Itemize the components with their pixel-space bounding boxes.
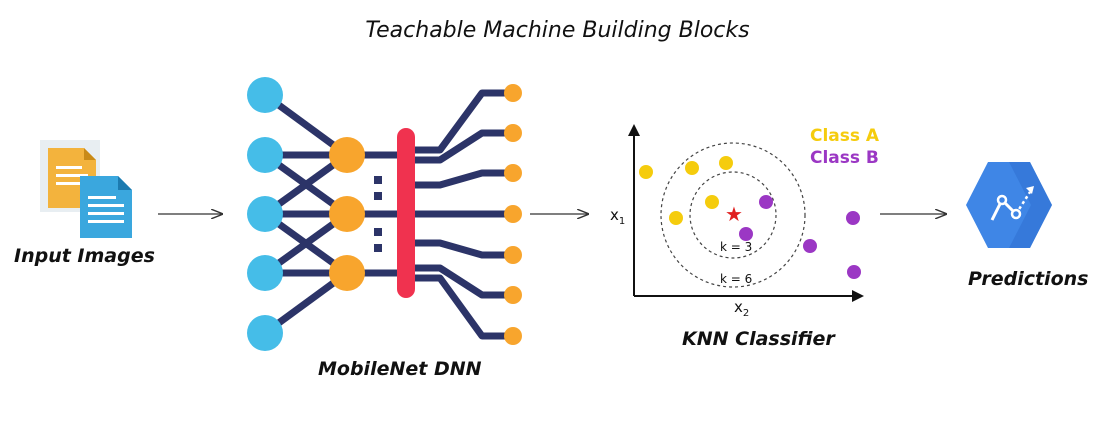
axis-label-x2: x2 — [734, 298, 750, 319]
edge-bar-output — [406, 129, 512, 164]
prediction-hexagon-icon — [966, 162, 1052, 248]
hidden-node — [329, 255, 365, 291]
edge-bar-output — [406, 239, 512, 259]
knn-circle-k6 — [660, 142, 806, 288]
class-b-point — [759, 195, 773, 209]
input-node — [247, 315, 283, 351]
feature-bar — [397, 128, 415, 298]
ellipsis-dot — [374, 192, 382, 200]
legend-class-b: Class B — [810, 148, 879, 168]
documents-icon — [40, 140, 132, 238]
class-a-point — [669, 211, 683, 225]
edge-bar-output — [406, 264, 512, 299]
input-node — [247, 255, 283, 291]
ellipsis-dot — [374, 244, 382, 252]
diagram-title: Teachable Machine Building Blocks — [365, 18, 750, 43]
query-star-icon: ★ — [725, 202, 743, 226]
class-a-point — [685, 161, 699, 175]
edge-bar-output — [406, 274, 512, 340]
output-node — [504, 286, 522, 304]
edge-bar-output — [406, 89, 512, 154]
class-a-point — [639, 165, 653, 179]
legend-class-a: Class A — [810, 126, 880, 146]
output-node — [504, 84, 522, 102]
input-node — [247, 77, 283, 113]
output-node — [504, 124, 522, 142]
axis-label-x1: x1 — [610, 206, 626, 227]
label-k3: k = 3 — [720, 240, 753, 254]
class-b-point — [739, 227, 753, 241]
knn-plot: ★ — [628, 124, 864, 302]
input-node — [247, 137, 283, 173]
output-node — [504, 327, 522, 345]
hidden-node — [329, 137, 365, 173]
ellipsis-dot — [374, 228, 382, 236]
class-b-point — [847, 265, 861, 279]
label-k6: k = 6 — [720, 272, 753, 286]
label-input-images: Input Images — [14, 245, 155, 267]
knn-circle-k3 — [689, 171, 777, 259]
class-a-point — [719, 156, 733, 170]
edge-bar-output — [406, 169, 512, 189]
mobilenet-network — [247, 77, 522, 351]
output-node — [504, 205, 522, 223]
output-node — [504, 164, 522, 182]
label-mobilenet-dnn: MobileNet DNN — [318, 358, 482, 380]
input-node — [247, 196, 283, 232]
class-b-point — [803, 239, 817, 253]
class-b-point — [846, 211, 860, 225]
label-knn-classifier: KNN Classifier — [682, 328, 835, 350]
ellipsis-dot — [374, 176, 382, 184]
class-a-point — [705, 195, 719, 209]
hidden-node — [329, 196, 365, 232]
label-predictions: Predictions — [968, 268, 1089, 290]
output-node — [504, 246, 522, 264]
